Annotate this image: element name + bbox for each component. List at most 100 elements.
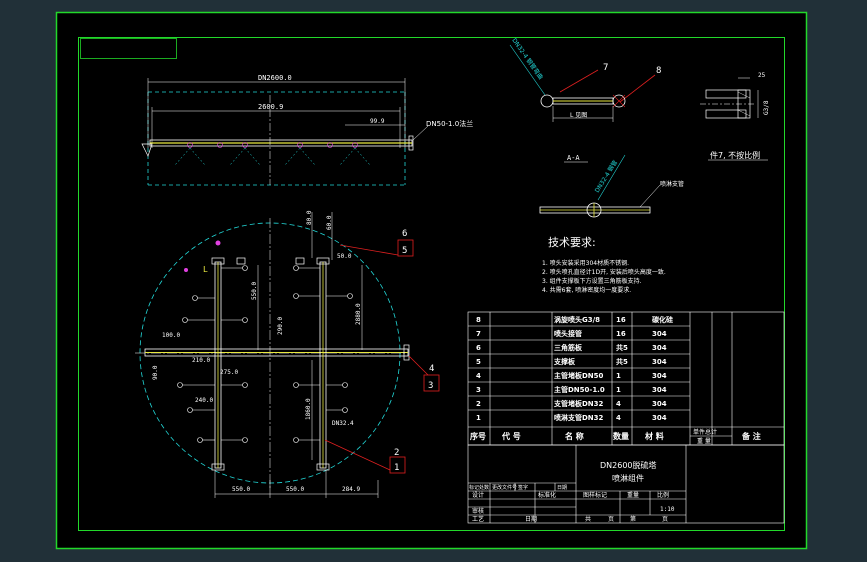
parts-row-qty: 16 [616, 330, 626, 338]
parts-row-name: 涡旋喷头G3/8 [554, 315, 600, 324]
callout-1: 1 [394, 463, 399, 473]
hdr-remark: 备 注 [741, 431, 761, 441]
parts-row-no: 7 [476, 330, 481, 338]
dim-small: 99.9 [370, 118, 385, 125]
dim-inner: 2600.9 [258, 103, 283, 111]
parts-row-no: 8 [476, 316, 481, 324]
tb-mark: 标记处数 [469, 484, 489, 491]
callout-8: 8 [656, 66, 661, 76]
tb-sign: 签字 [518, 484, 528, 491]
label-L: L [203, 265, 208, 274]
parts-row-material: 304 [652, 344, 667, 352]
dim-50: 50.0 [337, 253, 352, 260]
callouts [324, 69, 656, 474]
dim-2880: 2880.0 [355, 303, 362, 325]
parts-row-no: 2 [476, 400, 481, 408]
dim-100: 100.0 [162, 332, 180, 339]
parts-row-material: 304 [652, 330, 667, 338]
section-aa [539, 154, 661, 218]
dim-bottom-550b: 550.0 [286, 486, 304, 493]
tech-req-item-4: 4. 共需6套, 喷淋密度均一度要求. [542, 286, 631, 294]
callout-5: 5 [402, 246, 407, 256]
tech-req-title: 技术要求: [548, 236, 596, 249]
detail-nozzle [509, 44, 626, 122]
dim-290: 290.0 [277, 317, 284, 335]
tech-req-item-1: 1. 喷头安装采用304材质不锈钢. [542, 259, 629, 267]
parts-row-qty: 4 [616, 400, 621, 408]
part7-note: 件7, 不按比例 [710, 150, 760, 160]
inner-frame [78, 37, 785, 531]
dim-80: 80.0 [306, 210, 313, 225]
tb-date: 日期 [557, 485, 567, 491]
nozzle-len-note: L 见图 [570, 112, 587, 119]
tb-sheet-total: 共 [585, 515, 591, 523]
parts-row-no: 3 [476, 386, 481, 394]
parts-row-qty: 4 [616, 414, 621, 422]
tb-check: 审核 [472, 507, 484, 515]
title-line1: DN2600脱硫塔 [600, 460, 657, 470]
parts-row-no: 4 [476, 372, 481, 380]
dim-bottom-550a: 550.0 [232, 486, 250, 493]
parts-row-qty: 1 [616, 386, 621, 394]
dim-90: 90.0 [152, 365, 159, 380]
title-line2: 喷淋组件 [612, 473, 644, 483]
tb-weight: 重量 [627, 491, 639, 499]
hdr-weight: 单件总计 [693, 428, 717, 436]
tech-req-item-2: 2. 喷头喷孔直径计1D开, 安装后喷头高度一致. [542, 268, 666, 276]
parts-row-no: 5 [476, 358, 481, 366]
dim-overall: DN2600.0 [258, 74, 292, 82]
parts-row-name: 支撑板 [553, 357, 576, 366]
flange-note: DN50-1.0法兰 [426, 119, 473, 128]
section-aa-note-right: 喷淋支管 [660, 180, 684, 188]
parts-row-no: 1 [476, 414, 481, 422]
parts-row-no: 6 [476, 344, 481, 352]
tb-date2: 日期 [525, 515, 537, 523]
hdr-weight-sub: 重 量 [697, 437, 711, 445]
dim-dn32: DN32.4 [332, 420, 354, 427]
parts-row-name: 主管DN50-1.0 [554, 385, 605, 394]
parts-row-material: 304 [652, 358, 667, 366]
callout-4: 4 [429, 364, 434, 374]
dim-210: 210.0 [192, 357, 210, 364]
dim-240: 240.0 [195, 397, 213, 404]
title-block-grid [467, 444, 785, 524]
tech-req-item-3: 3. 组件支撑板下方设置三角筋板支持. [542, 277, 642, 285]
hdr-no: 序号 [470, 431, 486, 441]
parts-row-name: 主管堵板DN50 [554, 371, 604, 380]
tb-sheet3: 页 [662, 516, 668, 523]
tb-process: 工艺 [472, 515, 484, 523]
hdr-code: 代 号 [501, 431, 521, 441]
parts-table-grid [467, 311, 785, 446]
corner-stamp [80, 38, 177, 59]
callout-2: 2 [394, 448, 399, 458]
tb-sheet2: 第 [630, 515, 636, 523]
parts-row-name: 支管堵板DN32 [553, 399, 604, 408]
dim-550: 550.0 [251, 282, 258, 300]
parts-row-material: 碳化硅 [652, 315, 673, 324]
tb-scale: 比例 [657, 491, 669, 499]
section-aa-title: A-A [567, 154, 580, 162]
parts-row-name: 喷淋支管DN32 [554, 413, 604, 422]
paper [56, 12, 806, 548]
outer-frame [55, 11, 808, 550]
hdr-qty: 数量 [613, 431, 629, 441]
tb-stage: 图样标记 [583, 491, 607, 499]
callout-6: 6 [402, 229, 407, 239]
dim-275: 275.0 [220, 369, 238, 376]
part7-dim-side: G3/8 [763, 100, 770, 115]
top-elevation [141, 78, 429, 186]
hdr-material: 材 料 [645, 431, 664, 441]
parts-row-material: 304 [652, 386, 667, 394]
parts-row-material: 304 [652, 400, 667, 408]
callout-7: 7 [603, 63, 608, 73]
parts-row-material: 304 [652, 414, 667, 422]
parts-row-material: 304 [652, 372, 667, 380]
hdr-name: 名 称 [565, 431, 584, 441]
dim-60: 60.0 [326, 215, 333, 230]
parts-row-qty: 16 [616, 316, 626, 324]
parts-row-name: 喷头接管 [554, 329, 582, 338]
callout-3: 3 [428, 381, 433, 391]
tb-sheet: 页 [608, 516, 614, 523]
